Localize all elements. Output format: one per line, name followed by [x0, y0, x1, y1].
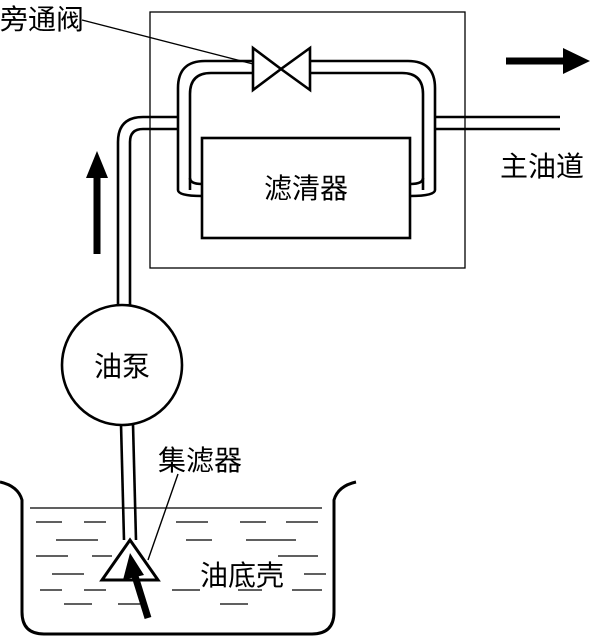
- oil-pan-label: 油底壳: [200, 559, 284, 592]
- flow-up-arrow-icon: [86, 151, 108, 254]
- filter-label: 滤清器: [264, 172, 348, 205]
- oil-pump-label: 油泵: [94, 350, 150, 383]
- oil-pan-outline: [0, 480, 357, 636]
- strainer-leader: [147, 473, 179, 561]
- bypass-valve-label: 旁通阀: [0, 3, 84, 36]
- oil-pump-circle: [60, 303, 184, 427]
- filter-housing-frame: [149, 11, 466, 269]
- suction-arrow-icon: [123, 553, 152, 620]
- filter-connections: [176, 177, 437, 198]
- oil-level-dashes: [30, 507, 326, 605]
- main-gallery-pipe: [435, 115, 560, 131]
- main-gallery-label: 主油道: [500, 150, 584, 183]
- bypass-valve-leader: [81, 19, 254, 65]
- suction-pipe: [119, 423, 138, 541]
- delivery-pipe: [116, 115, 178, 305]
- bypass-valve-icon: [251, 45, 312, 93]
- flow-right-arrow-icon: [506, 48, 590, 74]
- strainer-label: 集滤器: [158, 444, 242, 477]
- filter-box: [200, 136, 412, 240]
- bypass-pipe: [176, 59, 437, 190]
